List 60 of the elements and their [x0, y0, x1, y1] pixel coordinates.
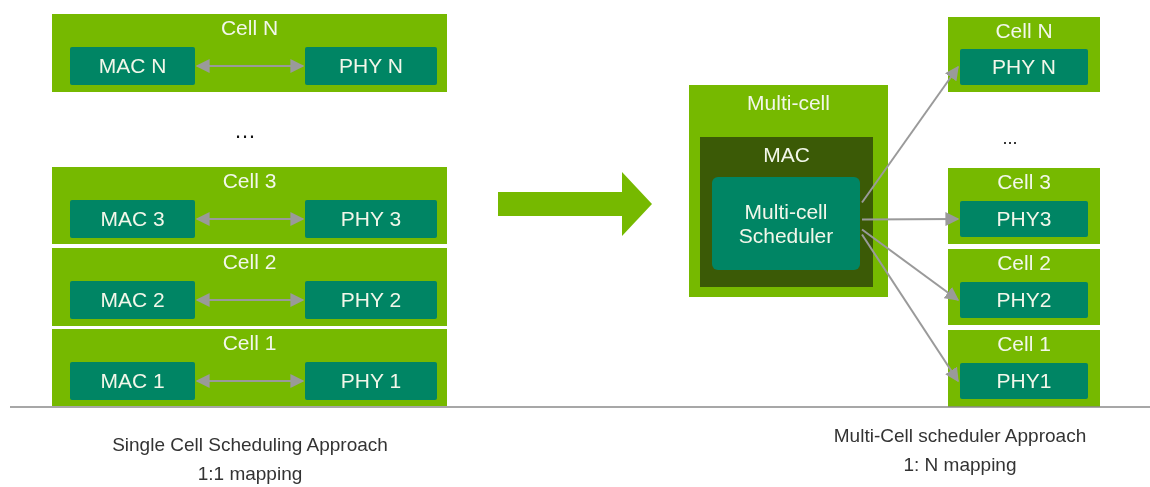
box-label: PHY N — [992, 55, 1056, 79]
box-label: Cell 2 — [997, 251, 1051, 275]
layer-box — [70, 200, 195, 238]
cell-box — [52, 248, 447, 326]
connector-arrow — [861, 65, 959, 204]
connector-arrow — [195, 293, 305, 307]
connector-arrow — [195, 374, 305, 388]
cell-box — [52, 167, 447, 244]
layer-box — [70, 47, 195, 85]
box-label: Multi-cell — [747, 91, 830, 115]
caption-text: Single Cell Scheduling Approach — [111, 434, 389, 456]
connector-arrow — [195, 212, 305, 226]
layer-box — [960, 282, 1088, 318]
cell-box — [52, 329, 447, 406]
multi-cell-box — [689, 85, 888, 297]
box-label: PHY2 — [996, 288, 1052, 312]
cell-box — [948, 17, 1100, 92]
layer-box — [305, 200, 437, 238]
layer-box — [70, 281, 195, 319]
box-label: PHY 1 — [340, 369, 402, 393]
box-label: MAC 2 — [100, 288, 165, 312]
connector-arrow — [861, 233, 959, 383]
caption-text: 1:1 mapping — [196, 463, 304, 485]
connector-arrow — [861, 212, 960, 227]
connector-arrow — [195, 59, 305, 73]
connector-arrow — [861, 228, 960, 301]
box-label: MAC N — [98, 54, 167, 78]
box-label: Multi-cell Scheduler — [737, 199, 835, 248]
ellipsis: ... — [1001, 128, 1019, 149]
caption-text: Multi-Cell scheduler Approach — [832, 425, 1088, 447]
ellipsis: … — [233, 118, 257, 144]
layer-box — [960, 363, 1088, 399]
layer-box — [70, 362, 195, 400]
box-label: PHY3 — [996, 207, 1052, 231]
box-label: Cell 2 — [222, 250, 277, 274]
caption-text: 1: N mapping — [902, 454, 1018, 476]
box-label: Cell 3 — [222, 169, 277, 193]
box-label: MAC 3 — [100, 207, 165, 231]
layer-box — [305, 362, 437, 400]
box-label: Cell 1 — [997, 332, 1051, 356]
layer-box — [305, 281, 437, 319]
box-label: Cell N — [220, 16, 279, 40]
box-label: Cell N — [995, 19, 1053, 43]
box-label: Cell 1 — [222, 331, 277, 355]
cell-box — [948, 249, 1100, 325]
layer-box — [960, 49, 1088, 85]
box-label: PHY 2 — [340, 288, 402, 312]
scheduler-box — [712, 177, 860, 270]
mac-box — [700, 137, 873, 287]
box-label: MAC — [763, 143, 810, 167]
box-label: PHY N — [339, 54, 403, 78]
box-label: PHY1 — [996, 369, 1052, 393]
box-label: MAC 1 — [100, 369, 165, 393]
cell-box — [948, 330, 1100, 407]
layer-box — [960, 201, 1088, 237]
cell-box — [52, 14, 447, 92]
cell-box — [948, 168, 1100, 244]
layer-box — [305, 47, 437, 85]
box-label: Cell 3 — [997, 170, 1051, 194]
box-label: PHY 3 — [340, 207, 402, 231]
